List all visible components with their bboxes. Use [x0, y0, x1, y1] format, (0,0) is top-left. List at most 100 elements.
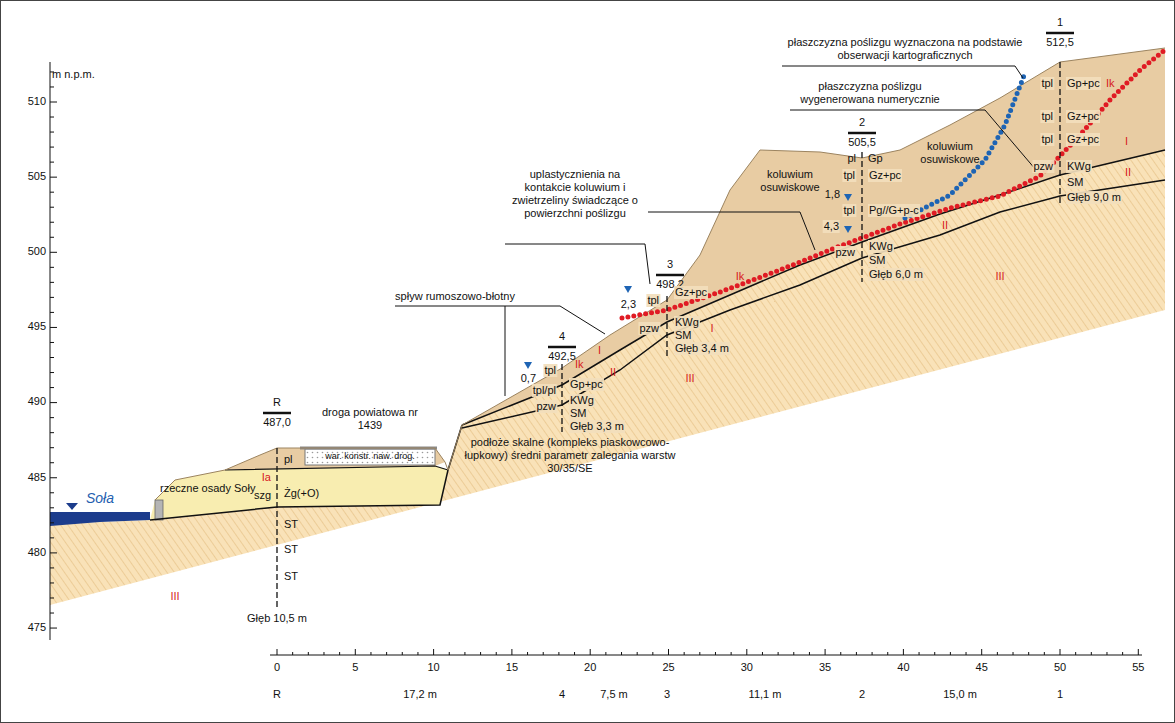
axis-tick — [934, 652, 935, 655]
axis-tick — [887, 652, 888, 655]
map-label: III — [170, 590, 179, 603]
axis-tick — [464, 652, 465, 655]
axis-tick — [872, 652, 873, 655]
axis-tick — [50, 613, 54, 614]
map-label: Głęb 6,0 m — [868, 268, 924, 281]
axis-tick — [1106, 652, 1107, 655]
map-label: I — [598, 344, 601, 357]
borehole-bars — [263, 33, 1074, 413]
map-label: 2 — [859, 688, 865, 701]
map-label: Gz+pc — [868, 169, 902, 182]
axis-tick — [793, 652, 794, 655]
map-label: 490 — [28, 395, 46, 408]
axis-tick — [50, 567, 54, 568]
axis-tick — [637, 652, 638, 655]
axis-tick — [50, 207, 54, 208]
map-label: Ik — [1106, 77, 1115, 90]
map-label: SM — [674, 329, 693, 342]
axis-tick — [574, 652, 575, 655]
map-label: Ik — [575, 358, 584, 371]
map-label: 1 — [1057, 688, 1063, 701]
axis-tick — [417, 652, 418, 655]
map-label: R — [273, 396, 281, 409]
map-label: 475 — [28, 621, 46, 634]
map-label: 1 — [1057, 16, 1063, 29]
axis-tick — [511, 649, 512, 655]
axis-tick — [981, 649, 982, 655]
map-label: płaszczyzna poślizgu wygenerowana numery… — [785, 80, 955, 106]
ground-surface — [155, 48, 1165, 500]
map-label: płaszczyzna poślizgu wyznaczona na podst… — [780, 36, 1030, 62]
river-water — [50, 512, 150, 526]
map-label: 7,5 m — [600, 688, 628, 701]
axis-tick — [308, 652, 309, 655]
map-label: III — [685, 372, 694, 385]
river-wall — [155, 500, 163, 520]
axis-tick — [50, 147, 54, 148]
map-label: 50 — [1054, 661, 1066, 674]
axis-tick — [50, 102, 57, 103]
axis-tick — [950, 652, 951, 655]
axis-tick — [605, 652, 606, 655]
map-label: 1,8 — [825, 188, 840, 201]
map-label: Gp+pc — [1066, 77, 1101, 90]
map-label: Głęb 9,0 m — [1066, 191, 1122, 204]
map-label: Gp — [868, 152, 883, 165]
leader-lines — [395, 66, 1036, 396]
axis-tick — [684, 652, 685, 655]
map-label: SM — [1066, 176, 1085, 189]
axis-tick — [50, 537, 54, 538]
axis-tick — [762, 652, 763, 655]
axis-tick — [1075, 652, 1076, 655]
map-label: Głęb 3,4 m — [674, 342, 730, 355]
axis-tick — [50, 582, 54, 583]
axis-tick — [715, 652, 716, 655]
axis-tick — [292, 652, 293, 655]
map-label: KWg — [674, 316, 700, 329]
axis-tick — [543, 652, 544, 655]
axis-tick — [449, 652, 450, 655]
map-label: 20 — [584, 661, 596, 674]
map-label: III — [995, 270, 1004, 283]
map-label: II — [610, 366, 616, 379]
map-label: SM — [868, 254, 887, 267]
axis-tick — [50, 387, 54, 388]
axis-tick — [919, 652, 920, 655]
groundwater-marks — [524, 194, 852, 369]
slip-surface-numeric — [622, 50, 1165, 318]
axis-tick — [50, 327, 57, 328]
map-label: 492,5 — [548, 350, 576, 363]
map-label: 480 — [28, 546, 46, 559]
map-label: 11,1 m — [749, 688, 782, 701]
river-sediment — [150, 466, 448, 520]
bedrock — [50, 150, 1165, 605]
map-label: Soła — [86, 490, 114, 506]
axis-tick — [1091, 652, 1092, 655]
fill-base — [225, 466, 448, 470]
map-label: 505,5 — [848, 136, 876, 149]
map-label: spływ rumoszowo-błotny — [395, 290, 515, 303]
axis-tick — [50, 372, 54, 373]
map-label: 55 — [1132, 661, 1144, 674]
axis-tick — [50, 447, 54, 448]
map-label: 15,0 m — [943, 688, 977, 701]
map-label: Gz+pc — [1066, 110, 1100, 123]
map-label: Gp+pc — [569, 378, 604, 391]
axis-tick — [50, 192, 54, 193]
map-label: 510 — [28, 95, 46, 108]
axis-tick — [386, 652, 387, 655]
map-label: 4 — [559, 688, 565, 701]
map-label: tpl — [1040, 110, 1054, 123]
axis-tick — [50, 597, 54, 598]
axis-tick — [50, 237, 54, 238]
axis-tick — [50, 492, 54, 493]
map-label: tpl — [543, 364, 557, 377]
map-label: 2 — [859, 116, 865, 129]
axis-tick — [50, 177, 57, 178]
axis-tick — [50, 267, 54, 268]
map-label: Ia — [262, 471, 271, 484]
map-label: I — [1125, 135, 1128, 148]
axis-tick — [402, 652, 403, 655]
